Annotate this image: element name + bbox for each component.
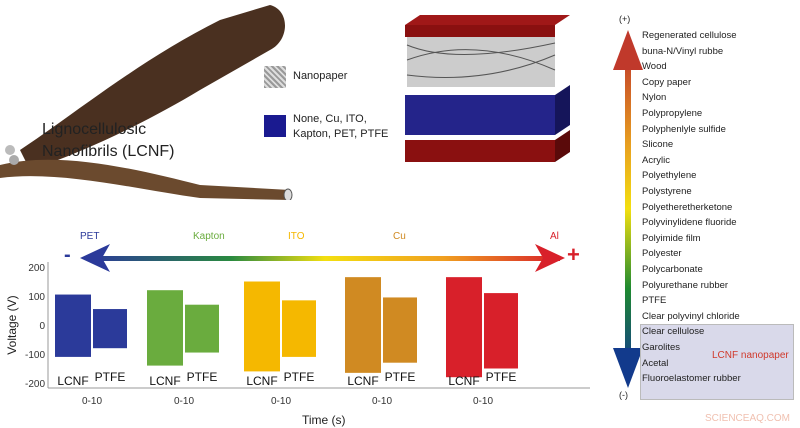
- bar-label: LCNF: [246, 374, 277, 388]
- material-label: Cu: [393, 231, 406, 242]
- series-item: Polyester: [642, 248, 682, 260]
- series-item: Clear cellulose: [642, 326, 705, 338]
- series-item: Acrylic: [642, 154, 670, 166]
- nanofibril-bundle-illustration: [0, 5, 293, 200]
- voltage-signal-bar: [383, 297, 417, 363]
- series-item: Wood: [642, 61, 667, 73]
- y-axis-label: Voltage (V): [5, 295, 19, 355]
- series-item: Polyphenlyle sulfide: [642, 123, 726, 135]
- series-item: Fluoroelastomer rubber: [642, 373, 741, 385]
- series-item: Slicone: [642, 139, 674, 151]
- y-tick-label: 0: [39, 321, 45, 332]
- series-item: buna-N/Vinyl rubbe: [642, 45, 724, 57]
- material-label: Kapton: [193, 231, 225, 242]
- x-axis-label: Time (s): [302, 413, 346, 427]
- lcnf-position-highlight: [640, 324, 794, 400]
- x-tick-label: 0-10: [372, 396, 392, 407]
- x-tick-label: 0-10: [271, 396, 291, 407]
- y-tick-label: 100: [28, 292, 45, 303]
- series-item: Regenerated cellulose: [642, 30, 737, 41]
- legend-nanopaper: Nanopaper: [293, 70, 348, 82]
- series-item: Polycarbonate: [642, 264, 703, 275]
- series-item: Polyethylene: [642, 170, 697, 182]
- lcnf-title-line1: Lignocellulosic: [42, 121, 147, 138]
- voltage-signal-bar: [93, 309, 127, 349]
- y-tick-label: 200: [28, 263, 45, 274]
- bar-label: LCNF: [57, 374, 88, 388]
- series-item: Polystyrene: [642, 186, 692, 197]
- bar-label: PTFE: [486, 370, 517, 384]
- voltage-signal-bar: [244, 281, 280, 372]
- series-minus-label: (-): [619, 390, 628, 400]
- teng-stack-illustration: [405, 15, 570, 162]
- series-item: Polypropylene: [642, 108, 703, 119]
- material-label: ITO: [288, 231, 305, 242]
- voltage-signal-bar: [282, 300, 316, 357]
- x-tick-label: 0-10: [174, 396, 194, 407]
- series-item: Garolites: [642, 342, 681, 353]
- lcnf-nanopaper-label: LCNF nanopaper: [712, 350, 789, 361]
- legend-electrodes-line2: Kapton, PET, PTFE: [293, 128, 389, 140]
- series-item: Polyetheretherketone: [642, 201, 733, 213]
- series-item: PTFE: [642, 295, 667, 307]
- y-tick-label: -100: [25, 350, 45, 361]
- lcnf-title-line2: Nanofibrils (LCNF): [42, 143, 175, 160]
- series-plus-label: (+): [619, 14, 631, 24]
- voltage-signal-bar: [185, 304, 219, 353]
- series-item: Nylon: [642, 92, 667, 104]
- voltage-signal-bar: [484, 293, 518, 369]
- y-tick-label: -200: [25, 379, 45, 390]
- series-item: Polyvinylidene fluoride: [642, 217, 737, 229]
- electrode-cube-icon: [264, 115, 286, 137]
- scale-plus: +: [567, 242, 580, 267]
- voltage-signal-bar: [55, 294, 91, 357]
- series-item: Copy paper: [642, 76, 692, 88]
- bar-label: PTFE: [95, 370, 126, 384]
- series-item: Clear polyvinyl chloride: [642, 310, 740, 322]
- series-item: Acetal: [642, 357, 669, 369]
- series-gradient-arrow: [613, 30, 643, 388]
- nanopaper-cube-icon: [264, 66, 286, 88]
- bar-label: LCNF: [149, 374, 180, 388]
- x-tick-label: 0-10: [82, 396, 102, 407]
- x-tick-label: 0-10: [473, 396, 493, 407]
- voltage-signal-bar: [147, 290, 183, 366]
- voltage-signal-bar: [446, 277, 482, 378]
- scale-minus: -: [64, 244, 71, 266]
- bar-label: PTFE: [385, 370, 416, 384]
- series-item: Polyimide film: [642, 232, 701, 244]
- material-scale-arrow: [80, 244, 565, 272]
- series-item: Polyurethane rubber: [642, 279, 729, 291]
- material-label: Al: [550, 231, 559, 242]
- bar-label: LCNF: [448, 374, 479, 388]
- legend-electrodes-line1: None, Cu, ITO,: [293, 113, 367, 125]
- watermark: SCIENCEAQ.COM: [705, 413, 791, 424]
- bar-label: PTFE: [187, 370, 218, 384]
- material-label: PET: [80, 231, 100, 242]
- bar-label: LCNF: [347, 374, 378, 388]
- voltage-signal-bar: [345, 277, 381, 373]
- bar-label: PTFE: [284, 370, 315, 384]
